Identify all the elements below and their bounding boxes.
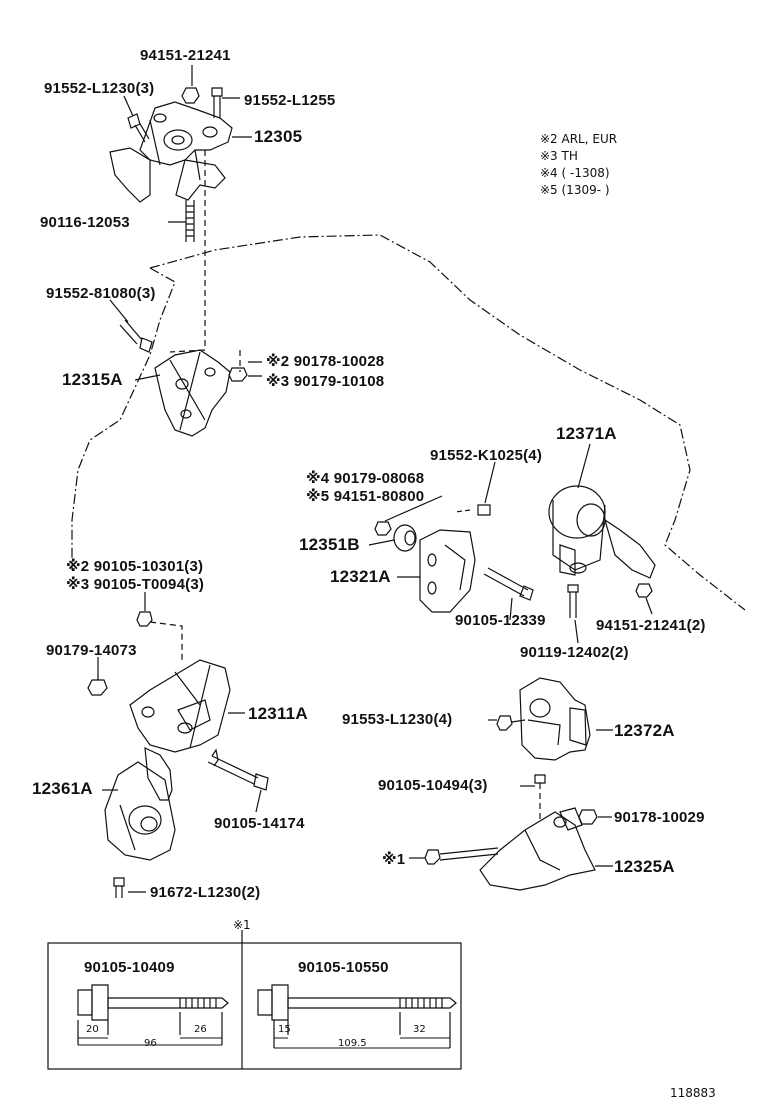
inset-mark: ※1 [233, 918, 251, 932]
label-mark1: ※1 [382, 851, 406, 868]
label-94151-21241: 94151-21241 [140, 47, 231, 64]
note-before-1308: ※4 ( -1308) [540, 166, 610, 180]
label-12325A: 12325A [614, 857, 675, 876]
label-94151-80800: ※5 94151-80800 [306, 488, 425, 505]
bracket-12311A [129, 659, 231, 753]
label-90179-14073: 90179-14073 [46, 642, 137, 659]
label-94151-21241-2: 94151-21241(2) [596, 617, 706, 634]
label-90178-10028: ※2 90178-10028 [266, 353, 385, 370]
nut-90178-10029 [578, 809, 598, 825]
label-12315A: 12315A [62, 370, 123, 389]
bracket-12325A [479, 807, 596, 891]
label-91552-81080: 91552-81080(3) [46, 285, 156, 302]
inset-bolt-90105-10409 [77, 984, 229, 1046]
label-12371A: 12371A [556, 424, 617, 443]
bolt-91552-L1230 [127, 113, 150, 143]
nut-94151 [181, 87, 200, 104]
bolt-90119-12402 [567, 584, 579, 618]
dim-right-head: 15 [278, 1024, 291, 1035]
bracket-12321A [419, 529, 476, 613]
bolt-91552-L1255 [211, 87, 223, 118]
bolt-91553-L1230 [496, 715, 526, 731]
dim-left-head: 20 [86, 1024, 99, 1035]
engine-outline-left [71, 267, 176, 570]
bolt-91552-K1025 [454, 504, 491, 516]
label-91552-L1230: 91552-L1230(3) [44, 80, 155, 97]
nut-90179-14073 [87, 679, 108, 696]
note-th: ※3 TH [540, 149, 578, 163]
label-90116-12053: 90116-12053 [40, 214, 130, 231]
bolt-90105-10301 [136, 611, 183, 660]
label-90105-14174: 90105-14174 [214, 815, 305, 832]
bushing-12351B [393, 524, 417, 552]
stud-90116-12053 [185, 200, 195, 242]
mount-12371A [548, 485, 656, 579]
note-after-1309: ※5 (1309- ) [540, 183, 610, 197]
label-90105-10494: 90105-10494(3) [378, 777, 488, 794]
reference-number: 118883 [670, 1086, 716, 1100]
label-90105-10301: ※2 90105-10301(3) [66, 558, 204, 575]
mount-12372A [519, 677, 591, 761]
bolt-90105-14174 [207, 748, 269, 791]
mount-12305 [109, 101, 233, 203]
nut-90178-10028 [228, 367, 248, 382]
note-arl-eur: ※2 ARL, EUR [540, 132, 618, 146]
dim-left-thread: 26 [194, 1024, 207, 1035]
label-90178-10029: 90178-10029 [614, 809, 705, 826]
inset-box [47, 942, 462, 1070]
bolt-90105-10494 [534, 774, 546, 822]
bracket-12315A [154, 349, 231, 437]
bolt-mark1 [424, 847, 499, 865]
label-12361A: 12361A [32, 779, 93, 798]
bolt-91552-81080 [119, 319, 153, 353]
inset-label-90105-10550: 90105-10550 [298, 959, 389, 976]
mount-12361A [104, 747, 176, 861]
label-90179-10108: ※3 90179-10108 [266, 373, 385, 390]
inset-bolt-90105-10550 [257, 984, 457, 1049]
label-90105-12339: 90105-12339 [455, 612, 546, 629]
dim-right-thread: 32 [413, 1024, 426, 1035]
label-90179-08068: ※4 90179-08068 [306, 470, 425, 487]
label-90119-12402: 90119-12402(2) [520, 644, 629, 661]
label-91552-K1025: 91552-K1025(4) [430, 447, 543, 464]
bolt-90105-12339 [483, 567, 534, 601]
label-12351B: 12351B [299, 535, 360, 554]
label-12321A: 12321A [330, 567, 391, 586]
dim-right-total: 109.5 [338, 1038, 367, 1049]
label-12305: 12305 [254, 127, 303, 146]
nut-94151-21241-2 [635, 583, 653, 598]
label-90105-T0094: ※3 90105-T0094(3) [66, 576, 205, 593]
engine-outline [149, 234, 746, 611]
nut-90179-08068 [374, 521, 392, 536]
label-91553-L1230: 91553-L1230(4) [342, 711, 453, 728]
label-12372A: 12372A [614, 721, 675, 740]
label-91672-L1230: 91672-L1230(2) [150, 884, 261, 901]
label-91552-L1255: 91552-L1255 [244, 92, 336, 109]
dim-left-total: 96 [144, 1038, 157, 1049]
inset-label-90105-10409: 90105-10409 [84, 959, 175, 976]
label-12311A: 12311A [248, 704, 308, 723]
bolt-91672-L1230 [113, 877, 125, 898]
